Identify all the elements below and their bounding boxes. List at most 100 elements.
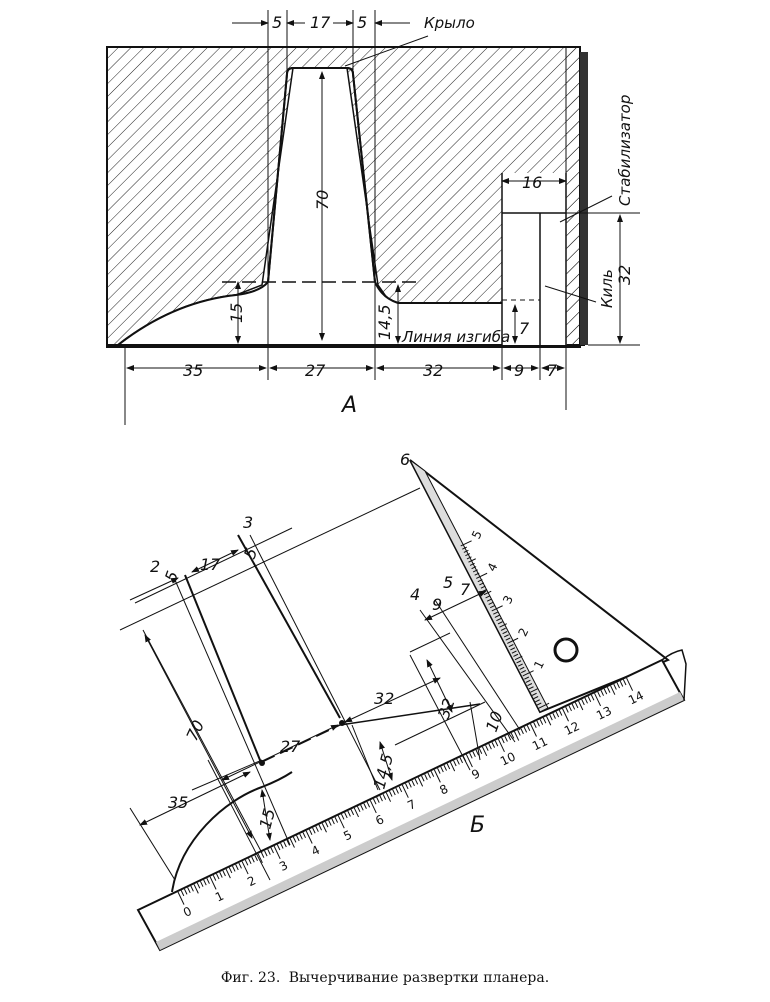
set-square-tick [513, 653, 519, 657]
dim-b-7: 7 [460, 580, 471, 599]
ruler-tick [571, 703, 576, 710]
set-square-tick [503, 634, 509, 638]
ruler-tick [619, 680, 624, 687]
ruler-tick [449, 761, 456, 772]
part-a-drawing [106, 10, 640, 425]
ruler-tick [459, 757, 464, 764]
dim-a-right-rise: 14,5 [375, 304, 394, 340]
ruler-tick [177, 891, 185, 905]
mark-b-6: 6 [400, 450, 410, 469]
ruler-tick [437, 767, 441, 774]
set-square-tick [527, 683, 533, 687]
label-part-b: Б [470, 813, 485, 838]
ruler-tick [296, 835, 300, 842]
ruler-tick [549, 714, 553, 721]
dim-b-9: 9 [432, 595, 442, 614]
set-square-tick [468, 558, 476, 563]
dim-a-keel-height: 32 [615, 265, 634, 285]
mark-b-3: 3 [243, 513, 253, 532]
ruler-tick [337, 815, 345, 829]
ruler-tick [417, 777, 424, 787]
set-square-tick [510, 647, 516, 651]
set-square-tick [507, 637, 519, 644]
set-square-tick [462, 546, 468, 550]
ruler-tick [308, 829, 313, 835]
ruler-tick [590, 694, 595, 701]
ruler-tick [289, 838, 295, 848]
ruler-tick [321, 823, 327, 833]
ruler-tick [193, 884, 199, 894]
ruler-tick [241, 861, 249, 875]
dim-a-top-right: 5 [357, 13, 367, 32]
dim-a-bottom-4: 9 [514, 361, 524, 380]
ruler-number: 14 [626, 688, 646, 707]
ruler-tick [209, 876, 217, 890]
ruler-tick [203, 879, 207, 886]
ruler-tick [574, 702, 579, 709]
dim-b-17: 17 [200, 555, 221, 574]
set-square-tick [538, 702, 550, 709]
ruler-tick [606, 686, 611, 693]
ruler-tick [385, 792, 392, 802]
ruler-tick [523, 726, 528, 733]
ruler-tick [382, 793, 387, 800]
dim-a-bottom-1: 35 [183, 361, 203, 380]
set-square-tick [486, 598, 492, 602]
ruler-tick [481, 746, 488, 757]
ruler-tick [446, 763, 451, 770]
dim-b-70: 70 [182, 717, 208, 743]
set-square-tick [508, 644, 514, 648]
set-square-tick [531, 692, 537, 696]
ruler-tick [440, 766, 444, 773]
ruler-tick [465, 754, 473, 768]
dim-a-stab-width: 16 [522, 173, 542, 192]
ruler-tick [251, 856, 255, 863]
ruler-tick [225, 868, 231, 879]
ruler-tick [344, 812, 348, 819]
ruler-tick [603, 688, 608, 695]
set-square-tick [533, 696, 539, 700]
dim-b-5c: 5 [443, 573, 453, 592]
ruler-tick [235, 864, 239, 871]
set-square-tick [480, 585, 486, 589]
ruler-tick [405, 783, 409, 790]
dim-b-32b: 32 [434, 696, 459, 722]
ruler-tick [597, 691, 601, 698]
set-square-tick [472, 569, 478, 573]
ruler-tick [389, 790, 393, 797]
dim-a-bottom-5: 7 [547, 361, 558, 380]
ruler-tick [286, 839, 290, 846]
ruler-tick [478, 748, 483, 754]
ruler-tick [427, 772, 431, 779]
ruler-tick [552, 712, 556, 719]
dim-b-27: 27 [280, 737, 301, 756]
set-square-tick [521, 670, 526, 674]
caption-prefix: Фиг. 23. [220, 970, 281, 986]
set-square-tick [474, 572, 480, 576]
ruler-tick [411, 780, 415, 787]
set-square-tick [490, 605, 495, 609]
dim-a-left-rise: 15 [227, 303, 246, 323]
ruler-tick [584, 697, 588, 704]
ruler-tick [180, 890, 185, 897]
ruler-tick [369, 800, 377, 814]
ruler-tick [568, 705, 572, 712]
ruler-tick [244, 859, 249, 866]
dim-b-32: 32 [374, 689, 394, 708]
ruler-tick [555, 711, 560, 718]
ruler-number: 10 [498, 749, 518, 768]
ruler-tick [312, 827, 316, 834]
ruler-tick [363, 803, 367, 809]
ruler-tick [366, 801, 371, 808]
ruler-tick [215, 873, 220, 880]
ruler-tick [491, 742, 496, 748]
ruler-tick [196, 882, 201, 889]
ruler-tick [414, 778, 419, 785]
ruler-tick [356, 806, 361, 813]
set-square-tick [479, 582, 485, 586]
ruler-tick [565, 706, 569, 713]
ruler-tick [456, 758, 460, 765]
ruler-tick [187, 887, 191, 894]
